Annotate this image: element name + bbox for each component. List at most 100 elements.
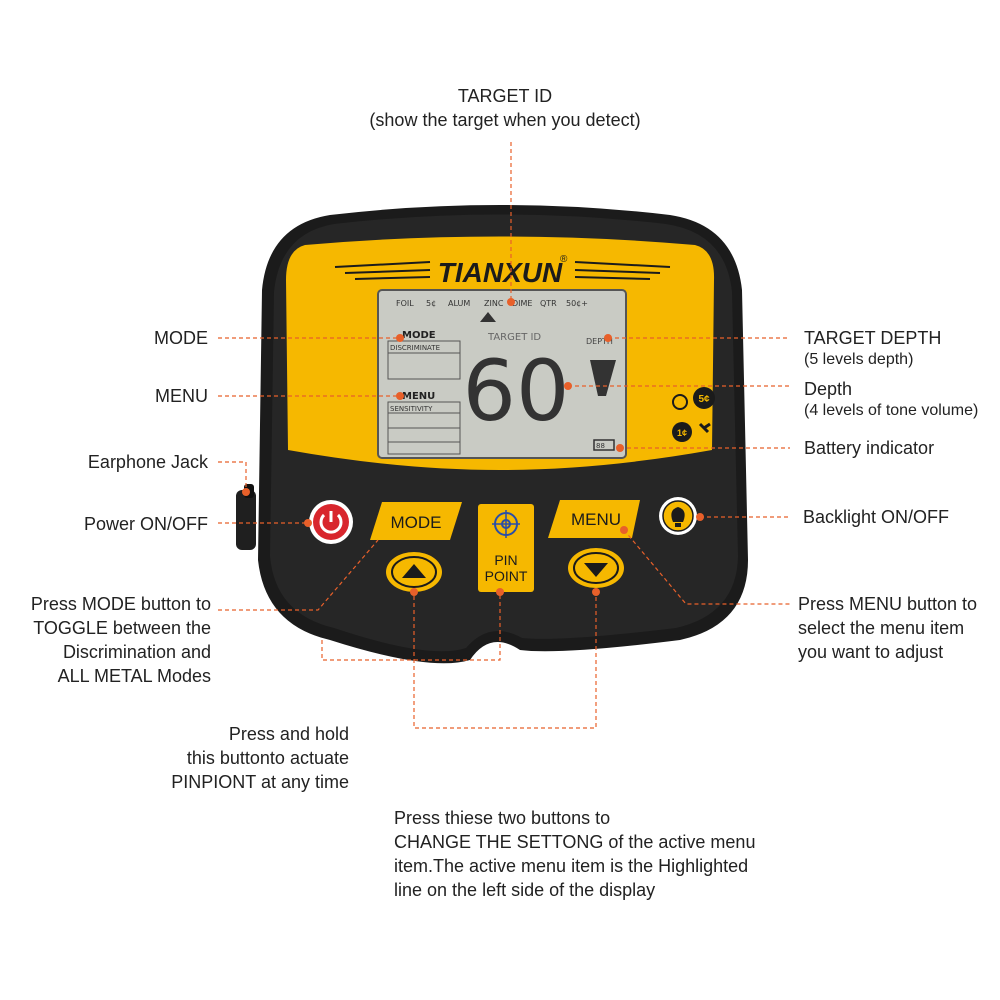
mode-button[interactable]: MODE [370,502,462,540]
lcd-menu-value: SENSITIVITY [390,405,433,413]
callout-backlight: Backlight ON/OFF [803,507,950,527]
callout-pinpoint: Press and hold this buttonto actuate PIN… [130,722,349,794]
callout-dot-target-id [507,298,515,306]
callout-target-id-title: TARGET ID [457,86,553,106]
menu-button-label: MENU [571,510,621,529]
callout-arrows: Press thiese two buttons to CHANGE THE S… [394,806,755,902]
coin-1-label: 1¢ [677,428,687,438]
callout-line-press-menu [623,529,790,605]
lcd-pointer-icon [480,312,496,322]
coin-5-label: 5¢ [698,394,710,405]
lcd-cat-1: 5¢ [426,299,436,308]
pinpoint-label-2: POINT [485,568,528,584]
backlight-button[interactable] [659,497,697,535]
callout-arrows-3: item.The active menu item is the Highlig… [394,856,749,876]
callout-target-depth-title: TARGET DEPTH [804,328,942,348]
callout-line-pinpoint [321,592,501,661]
callout-press-menu-2: select the menu item [798,618,965,638]
lcd-cat-3: ZINC [484,299,504,308]
callout-dot-menu [396,392,404,400]
lcd-cat-6: 50¢+ [566,299,588,308]
brand-logo: TIANXUN [438,257,563,288]
callout-press-mode-3: Discrimination and [62,642,211,662]
bulb-icon-base [675,523,681,527]
lcd-battery-value: 88 [596,442,605,450]
lcd-cat-0: FOIL [396,299,414,308]
callout-battery: Battery indicator [804,438,935,458]
lcd-cat-2: ALUM [448,299,470,308]
up-arrow-button[interactable] [386,552,442,592]
callout-dot-down-arrow [592,588,600,596]
lcd-depth-label: DEPTH [586,337,613,346]
lcd-cat-4: DIME [512,299,532,308]
callout-dot-depth [564,382,572,390]
callout-dot-battery [616,444,624,452]
callout-target-depth-subtitle: (5 levels depth) [804,351,914,368]
callout-arrows-2: CHANGE THE SETTONG of the active menu [394,832,756,852]
menu-button[interactable]: MENU [548,500,640,538]
callout-dot-target-depth [604,334,612,342]
lcd-display [377,289,627,459]
callout-depth-subtitle: (4 levels of tone volume) [804,402,979,419]
lcd-target-value: 60 [463,342,570,440]
bulb-icon [671,507,685,522]
callout-press-mode-1: Press MODE button to [30,594,211,614]
mode-button-label: MODE [391,513,442,532]
brand-stripes-right [574,261,671,280]
lcd-battery-icon [593,439,615,451]
callout-menu: MENU [155,386,208,406]
ring-icon [672,394,688,410]
arrow-up-icon [402,564,426,578]
callout-press-mode: Press MODE button to TOGGLE between the … [10,592,211,688]
arrow-down-icon [584,563,608,577]
power-button[interactable] [313,504,349,540]
lcd-target-id-label: TARGET ID [487,332,541,343]
callout-press-menu: Press MENU button to select the menu ite… [798,592,977,664]
callout-arrows-4: line on the left side of the display [394,880,656,900]
lcd-cat-5: QTR [540,299,557,308]
brand-stripes-left [334,261,431,280]
registered-mark: ® [560,254,568,265]
callout-line-press-mode [218,539,379,611]
earphone-jack[interactable] [236,490,256,550]
callout-dot-menu-button [620,526,628,534]
callout-dot-up-arrow [410,588,418,596]
lcd-category-scale: FOIL 5¢ ALUM ZINC DIME QTR 50¢+ [396,299,588,308]
callout-pinpoint-2: this buttonto actuate [186,748,349,768]
callout-target-depth: TARGET DEPTH (5 levels depth) [804,326,941,370]
callout-pinpoint-3: PINPIONT at any time [171,772,349,792]
power-icon [319,513,343,534]
callout-dot-backlight [696,513,704,521]
callout-dot-pinpoint [496,588,504,596]
lcd-depth-gauge [590,360,616,396]
callout-mode: MODE [154,328,208,348]
lcd-mode-label: MODE [402,330,436,341]
callout-line-earphone [218,461,247,490]
callout-target-id-subtitle: (show the target when you detect) [369,110,641,130]
callout-pinpoint-1: Press and hold [228,724,349,744]
callout-press-menu-1: Press MENU button to [798,594,978,614]
callout-power: Power ON/OFF [83,514,208,534]
lcd-mode-box [387,340,461,380]
callout-press-menu-3: you want to adjust [798,642,944,662]
lcd-menu-label: MENU [402,391,435,402]
down-arrow-button[interactable] [568,548,624,588]
callout-depth-title: Depth [804,379,853,399]
coin-5-icon [693,387,715,409]
callout-dot-power [304,519,312,527]
pinpoint-button[interactable]: PIN POINT [478,504,534,592]
callout-arrows-1: Press thiese two buttons to [394,808,611,828]
callout-press-mode-2: TOGGLE between the [33,618,211,638]
coin-1-icon [672,422,692,442]
callout-earphone: Earphone Jack [87,452,208,472]
callout-dot-earphone [242,488,250,496]
callout-line-arrows [413,592,597,729]
key-icon [698,422,711,434]
lcd-mode-value: DISCRIMINATE [390,344,440,352]
pinpoint-label-1: PIN [494,552,517,568]
callout-press-mode-4: ALL METAL Modes [57,666,211,686]
callout-target-id: TARGET ID (show the target when you dete… [305,84,705,132]
callout-dot-mode [396,334,404,342]
callout-depth: Depth (4 levels of tone volume) [804,377,978,421]
